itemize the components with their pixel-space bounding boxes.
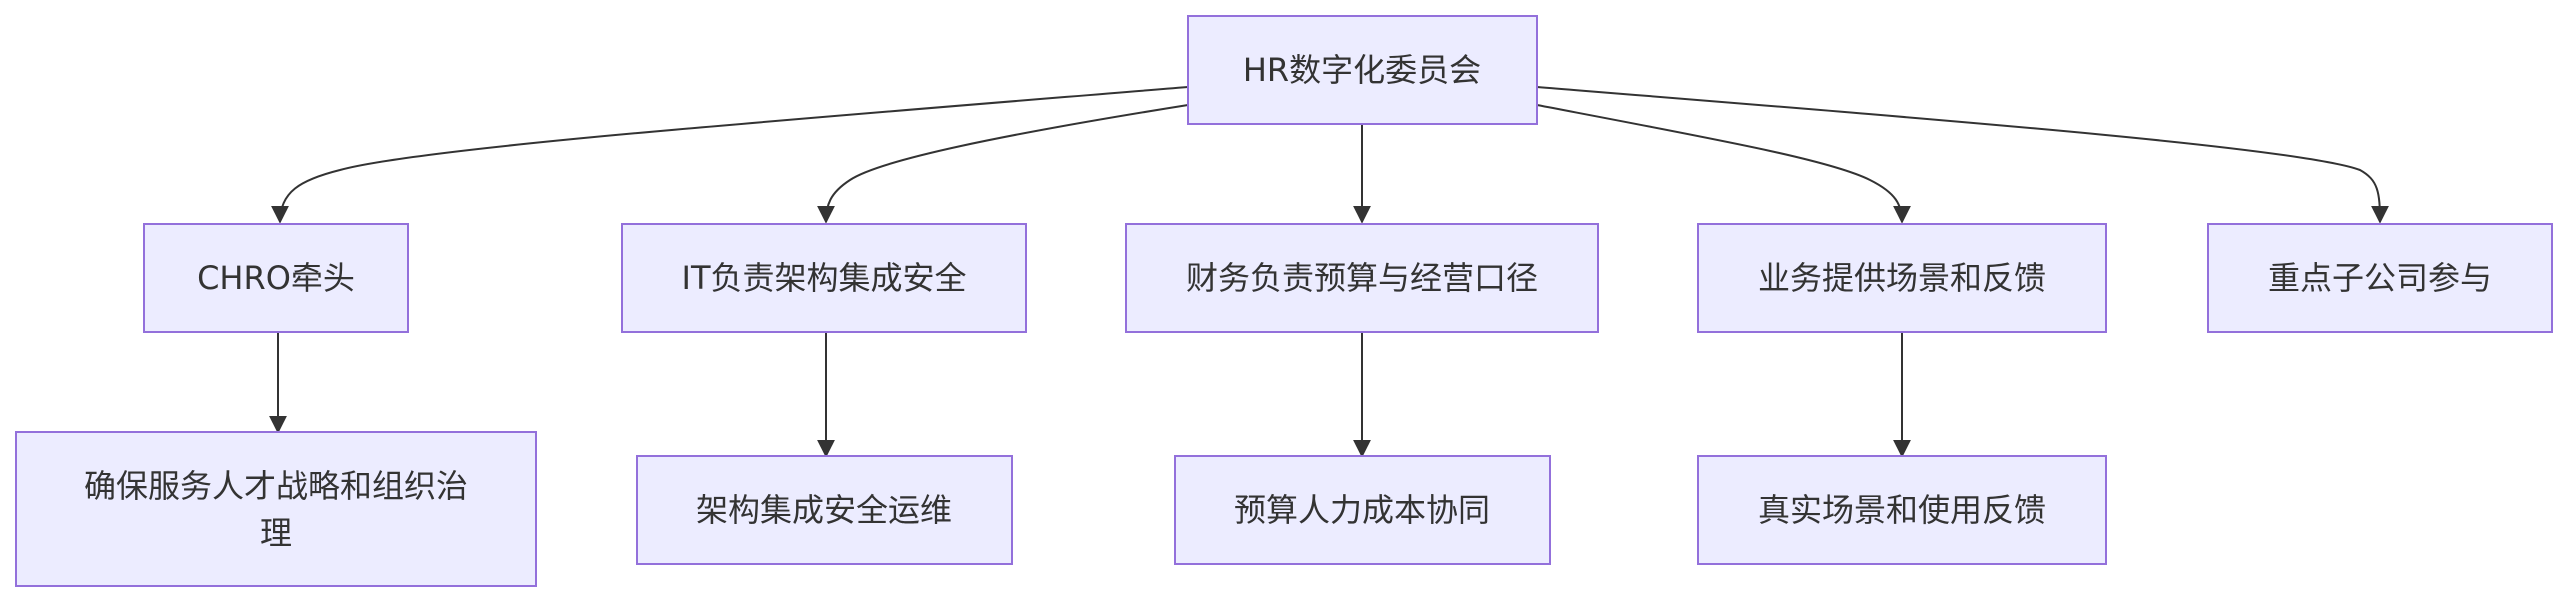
node-it-detail-label: 架构集成安全运维 bbox=[696, 491, 952, 529]
node-it: IT负责架构集成安全 bbox=[621, 223, 1027, 333]
edge-committee-subsidiary bbox=[1536, 86, 2389, 224]
node-chro-label: CHRO牵头 bbox=[197, 259, 355, 297]
node-chro-detail-label-line1: 确保服务人才战略和组织治 bbox=[84, 467, 468, 505]
node-chro: CHRO牵头 bbox=[143, 223, 409, 333]
node-finance: 财务负责预算与经营口径 bbox=[1125, 223, 1599, 333]
node-business-label: 业务提供场景和反馈 bbox=[1758, 259, 2046, 297]
edges bbox=[269, 86, 2389, 458]
node-subsidiary-label: 重点子公司参与 bbox=[2268, 259, 2492, 297]
node-committee: HR数字化委员会 bbox=[1187, 15, 1538, 125]
node-business-detail: 真实场景和使用反馈 bbox=[1697, 455, 2107, 565]
edge-committee-it bbox=[817, 104, 1189, 224]
node-finance-detail: 预算人力成本协同 bbox=[1174, 455, 1551, 565]
node-it-detail: 架构集成安全运维 bbox=[636, 455, 1013, 565]
nodes: HR数字化委员会 CHRO牵头 IT负责架构集成安全 财务负责预算与经营口径 业… bbox=[15, 15, 2553, 587]
node-it-label: IT负责架构集成安全 bbox=[682, 259, 967, 297]
node-finance-detail-label: 预算人力成本协同 bbox=[1234, 491, 1490, 529]
node-business-detail-label: 真实场景和使用反馈 bbox=[1758, 491, 2046, 529]
edge-committee-business bbox=[1536, 104, 1911, 224]
node-business: 业务提供场景和反馈 bbox=[1697, 223, 2107, 333]
node-subsidiary: 重点子公司参与 bbox=[2207, 223, 2553, 333]
edge-committee-chro bbox=[271, 86, 1189, 224]
node-chro-detail-label-line2: 理 bbox=[260, 514, 292, 552]
node-committee-label: HR数字化委员会 bbox=[1243, 51, 1481, 89]
node-finance-label: 财务负责预算与经营口径 bbox=[1186, 259, 1538, 297]
node-chro-detail: 确保服务人才战略和组织治 理 bbox=[15, 431, 537, 587]
